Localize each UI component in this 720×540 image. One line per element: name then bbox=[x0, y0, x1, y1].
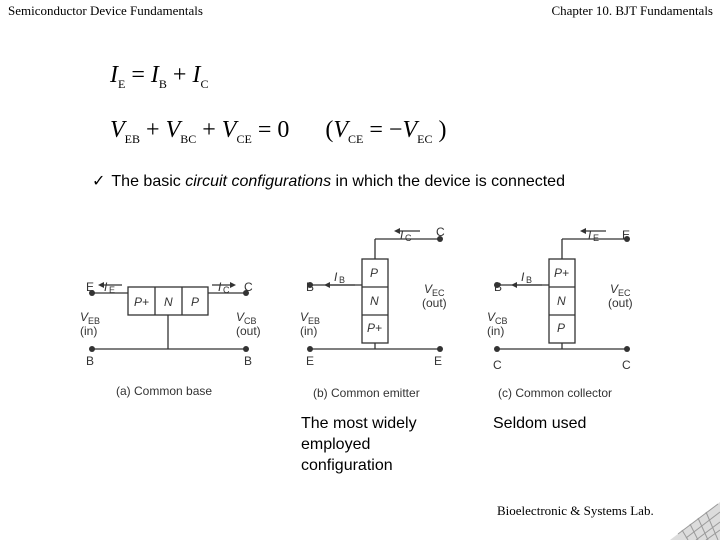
svg-text:EB: EB bbox=[88, 316, 100, 326]
header-right-chapter: Chapter 10. BJT Fundamentals bbox=[551, 3, 713, 18]
svg-text:E: E bbox=[109, 285, 115, 295]
svg-text:V: V bbox=[300, 310, 309, 324]
svg-text:(b) Common emitter: (b) Common emitter bbox=[313, 386, 420, 400]
svg-text:I: I bbox=[104, 280, 108, 294]
circuit-configurations-figure: E C B B I E I C P+ N P V EB (in) V CB (o… bbox=[80, 225, 633, 400]
svg-text:(out): (out) bbox=[608, 296, 633, 310]
svg-text:I: I bbox=[218, 280, 222, 294]
svg-text:V: V bbox=[610, 282, 619, 296]
svg-text:B: B bbox=[86, 354, 94, 368]
svg-text:(out): (out) bbox=[236, 324, 261, 338]
equation-currents: IE = IB + IC bbox=[110, 62, 209, 91]
svg-text:CB: CB bbox=[244, 316, 257, 326]
svg-text:P: P bbox=[370, 266, 378, 280]
footer-lab-name: Bioelectronic & Systems Lab. bbox=[497, 503, 654, 518]
common-base-circuit bbox=[92, 282, 246, 350]
svg-text:I: I bbox=[334, 270, 338, 284]
svg-text:P+: P+ bbox=[554, 266, 569, 280]
svg-text:V: V bbox=[236, 310, 245, 324]
svg-text:I: I bbox=[400, 228, 404, 242]
svg-text:B: B bbox=[339, 275, 345, 285]
svg-text:EC: EC bbox=[618, 288, 631, 298]
svg-text:N: N bbox=[557, 294, 566, 308]
svg-text:E: E bbox=[622, 228, 630, 242]
svg-text:P+: P+ bbox=[134, 295, 149, 309]
svg-text:N: N bbox=[164, 295, 173, 309]
equation-voltages: VEB + VBC + VCE = 0 (VCE = −VEC ) bbox=[110, 117, 447, 146]
svg-text:B: B bbox=[306, 280, 314, 294]
svg-text:V: V bbox=[424, 282, 433, 296]
svg-text:B: B bbox=[244, 354, 252, 368]
svg-text:(a) Common base: (a) Common base bbox=[116, 384, 212, 398]
svg-text:(out): (out) bbox=[422, 296, 447, 310]
svg-text:N: N bbox=[370, 294, 379, 308]
svg-text:B: B bbox=[494, 280, 502, 294]
common-emitter-circuit bbox=[310, 228, 440, 350]
svg-text:EB: EB bbox=[308, 316, 320, 326]
svg-text:EC: EC bbox=[432, 288, 445, 298]
svg-text:B: B bbox=[526, 275, 532, 285]
svg-text:(in): (in) bbox=[487, 324, 504, 338]
svg-text:E: E bbox=[434, 354, 442, 368]
svg-text:V: V bbox=[80, 310, 89, 324]
svg-text:P: P bbox=[557, 321, 565, 335]
svg-text:E: E bbox=[306, 354, 314, 368]
common-collector-circuit bbox=[497, 228, 627, 350]
bullet-circuit-configurations: ✓The basic circuit configurations in whi… bbox=[92, 173, 565, 190]
note-common-collector: Seldom used bbox=[493, 415, 587, 432]
header-left-title: Semiconductor Device Fundamentals bbox=[8, 3, 203, 18]
svg-text:CB: CB bbox=[495, 316, 508, 326]
svg-text:I: I bbox=[588, 228, 592, 242]
svg-text:(in): (in) bbox=[80, 324, 97, 338]
svg-text:C: C bbox=[244, 280, 253, 294]
svg-text:P+: P+ bbox=[367, 321, 382, 335]
note-common-emitter: The most widely employed configuration bbox=[301, 415, 417, 474]
svg-text:E: E bbox=[593, 233, 599, 243]
svg-text:I: I bbox=[521, 270, 525, 284]
svg-text:(in): (in) bbox=[300, 324, 317, 338]
svg-text:P: P bbox=[191, 295, 199, 309]
check-icon: ✓ bbox=[92, 173, 106, 190]
svg-text:V: V bbox=[487, 310, 496, 324]
svg-text:C: C bbox=[622, 358, 631, 372]
keyboard-corner-decoration bbox=[670, 502, 720, 540]
svg-text:C: C bbox=[223, 285, 230, 295]
svg-text:E: E bbox=[86, 280, 94, 294]
svg-text:C: C bbox=[493, 358, 502, 372]
svg-text:C: C bbox=[405, 233, 412, 243]
svg-text:(c) Common collector: (c) Common collector bbox=[498, 386, 612, 400]
svg-text:C: C bbox=[436, 225, 445, 239]
